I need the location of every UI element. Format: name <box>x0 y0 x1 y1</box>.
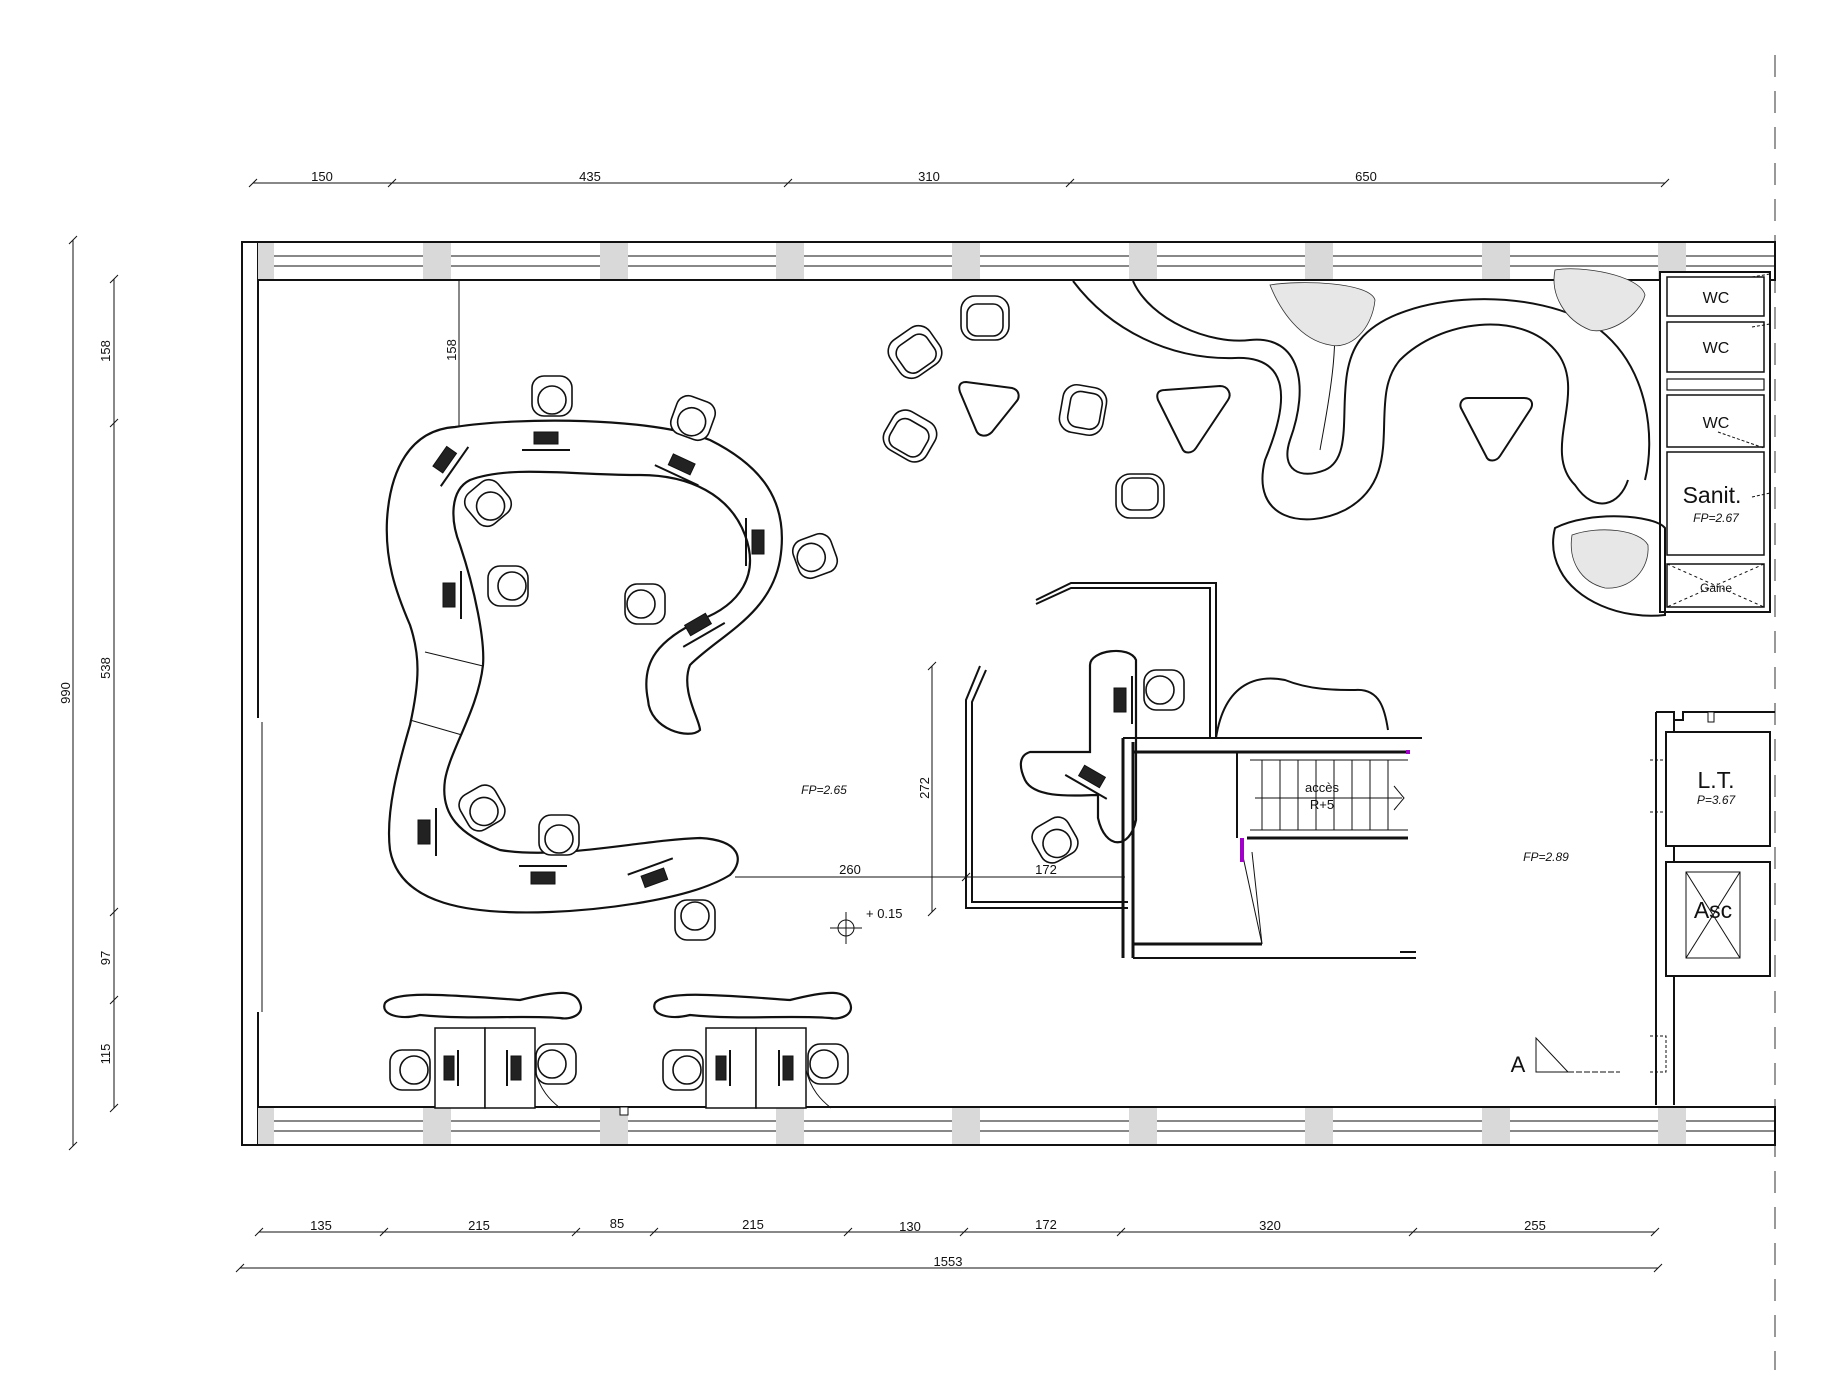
dim-partition-height: 272 <box>917 777 932 799</box>
dim-desk-to-partition: 260 <box>839 862 861 877</box>
dim-bottom-3: 85 <box>610 1216 624 1231</box>
dim-bottom-1: 135 <box>310 1218 332 1233</box>
exterior-walls <box>241 241 1776 1146</box>
wc-1-label: WC <box>1703 290 1730 307</box>
dim-bottom-8: 255 <box>1524 1218 1546 1233</box>
dim-top-gap: 158 <box>444 339 459 361</box>
lounge-tables <box>958 380 1533 462</box>
asc-label: Asc <box>1694 897 1732 923</box>
dim-bottom-5: 130 <box>899 1219 921 1234</box>
dim-top-2: 435 <box>579 169 601 184</box>
dimension-bottom: 135 215 85 215 130 172 320 255 <box>254 1216 1660 1237</box>
dim-top-1: 150 <box>311 169 333 184</box>
dim-left-4: 115 <box>98 1044 113 1065</box>
planters <box>1269 268 1666 617</box>
stair-label-1: accès <box>1305 780 1339 795</box>
stair-label-2: R+5 <box>1310 797 1334 812</box>
dim-partition-to-stair: 172 <box>1035 862 1057 877</box>
dim-bottom-6: 172 <box>1035 1217 1057 1232</box>
section-marker-label: A <box>1511 1052 1526 1077</box>
dim-top-4: 650 <box>1355 169 1377 184</box>
lt-level: P=3.67 <box>1697 793 1737 807</box>
dimension-top: 150 435 310 650 <box>248 169 1670 188</box>
gaine-label: Gaine <box>1700 581 1732 595</box>
level-office-right: FP=2.89 <box>1523 850 1569 864</box>
dim-top-3: 310 <box>918 169 940 184</box>
level-office-left: FP=2.65 <box>801 783 847 797</box>
dim-left-total: 990 <box>58 682 73 704</box>
wc-3-label: WC <box>1703 415 1730 432</box>
wc-2-label: WC <box>1703 340 1730 357</box>
curved-workstation <box>385 419 783 914</box>
manager-desk <box>1019 649 1138 844</box>
sanit-level: FP=2.67 <box>1693 511 1740 525</box>
dimension-left: 990 158 538 97 115 <box>58 235 119 1151</box>
dim-bottom-2: 215 <box>468 1218 490 1233</box>
level-annotations: FP=2.65 FP=2.89 + 0.15 <box>801 783 1569 944</box>
staircase: accès R+5 <box>1121 677 1422 959</box>
dim-total-width: 1553 <box>934 1254 963 1269</box>
partitions <box>965 582 1217 909</box>
dim-left-3: 97 <box>98 951 113 965</box>
technical-core: L.T. P=3.67 Asc <box>1650 711 1775 1105</box>
interior-dimensions: 158 272 260 172 <box>444 281 1125 917</box>
dimension-total: 1553 <box>235 1254 1663 1273</box>
sanit-label: Sanit. <box>1683 482 1742 508</box>
dim-bottom-7: 320 <box>1259 1218 1281 1233</box>
chairs <box>389 295 1185 1091</box>
computers <box>417 431 1133 1086</box>
bottom-desk-clusters <box>383 991 853 1109</box>
dim-bottom-4: 215 <box>742 1217 764 1232</box>
sanitary-block: WC WC WC Sanit. FP=2.67 Gaine <box>1659 271 1771 613</box>
dim-left-2: 538 <box>98 657 113 679</box>
dim-left-1: 158 <box>98 340 113 362</box>
lt-label: L.T. <box>1697 767 1734 793</box>
section-marker: A <box>1511 1036 1620 1077</box>
spot-level: + 0.15 <box>866 906 903 921</box>
